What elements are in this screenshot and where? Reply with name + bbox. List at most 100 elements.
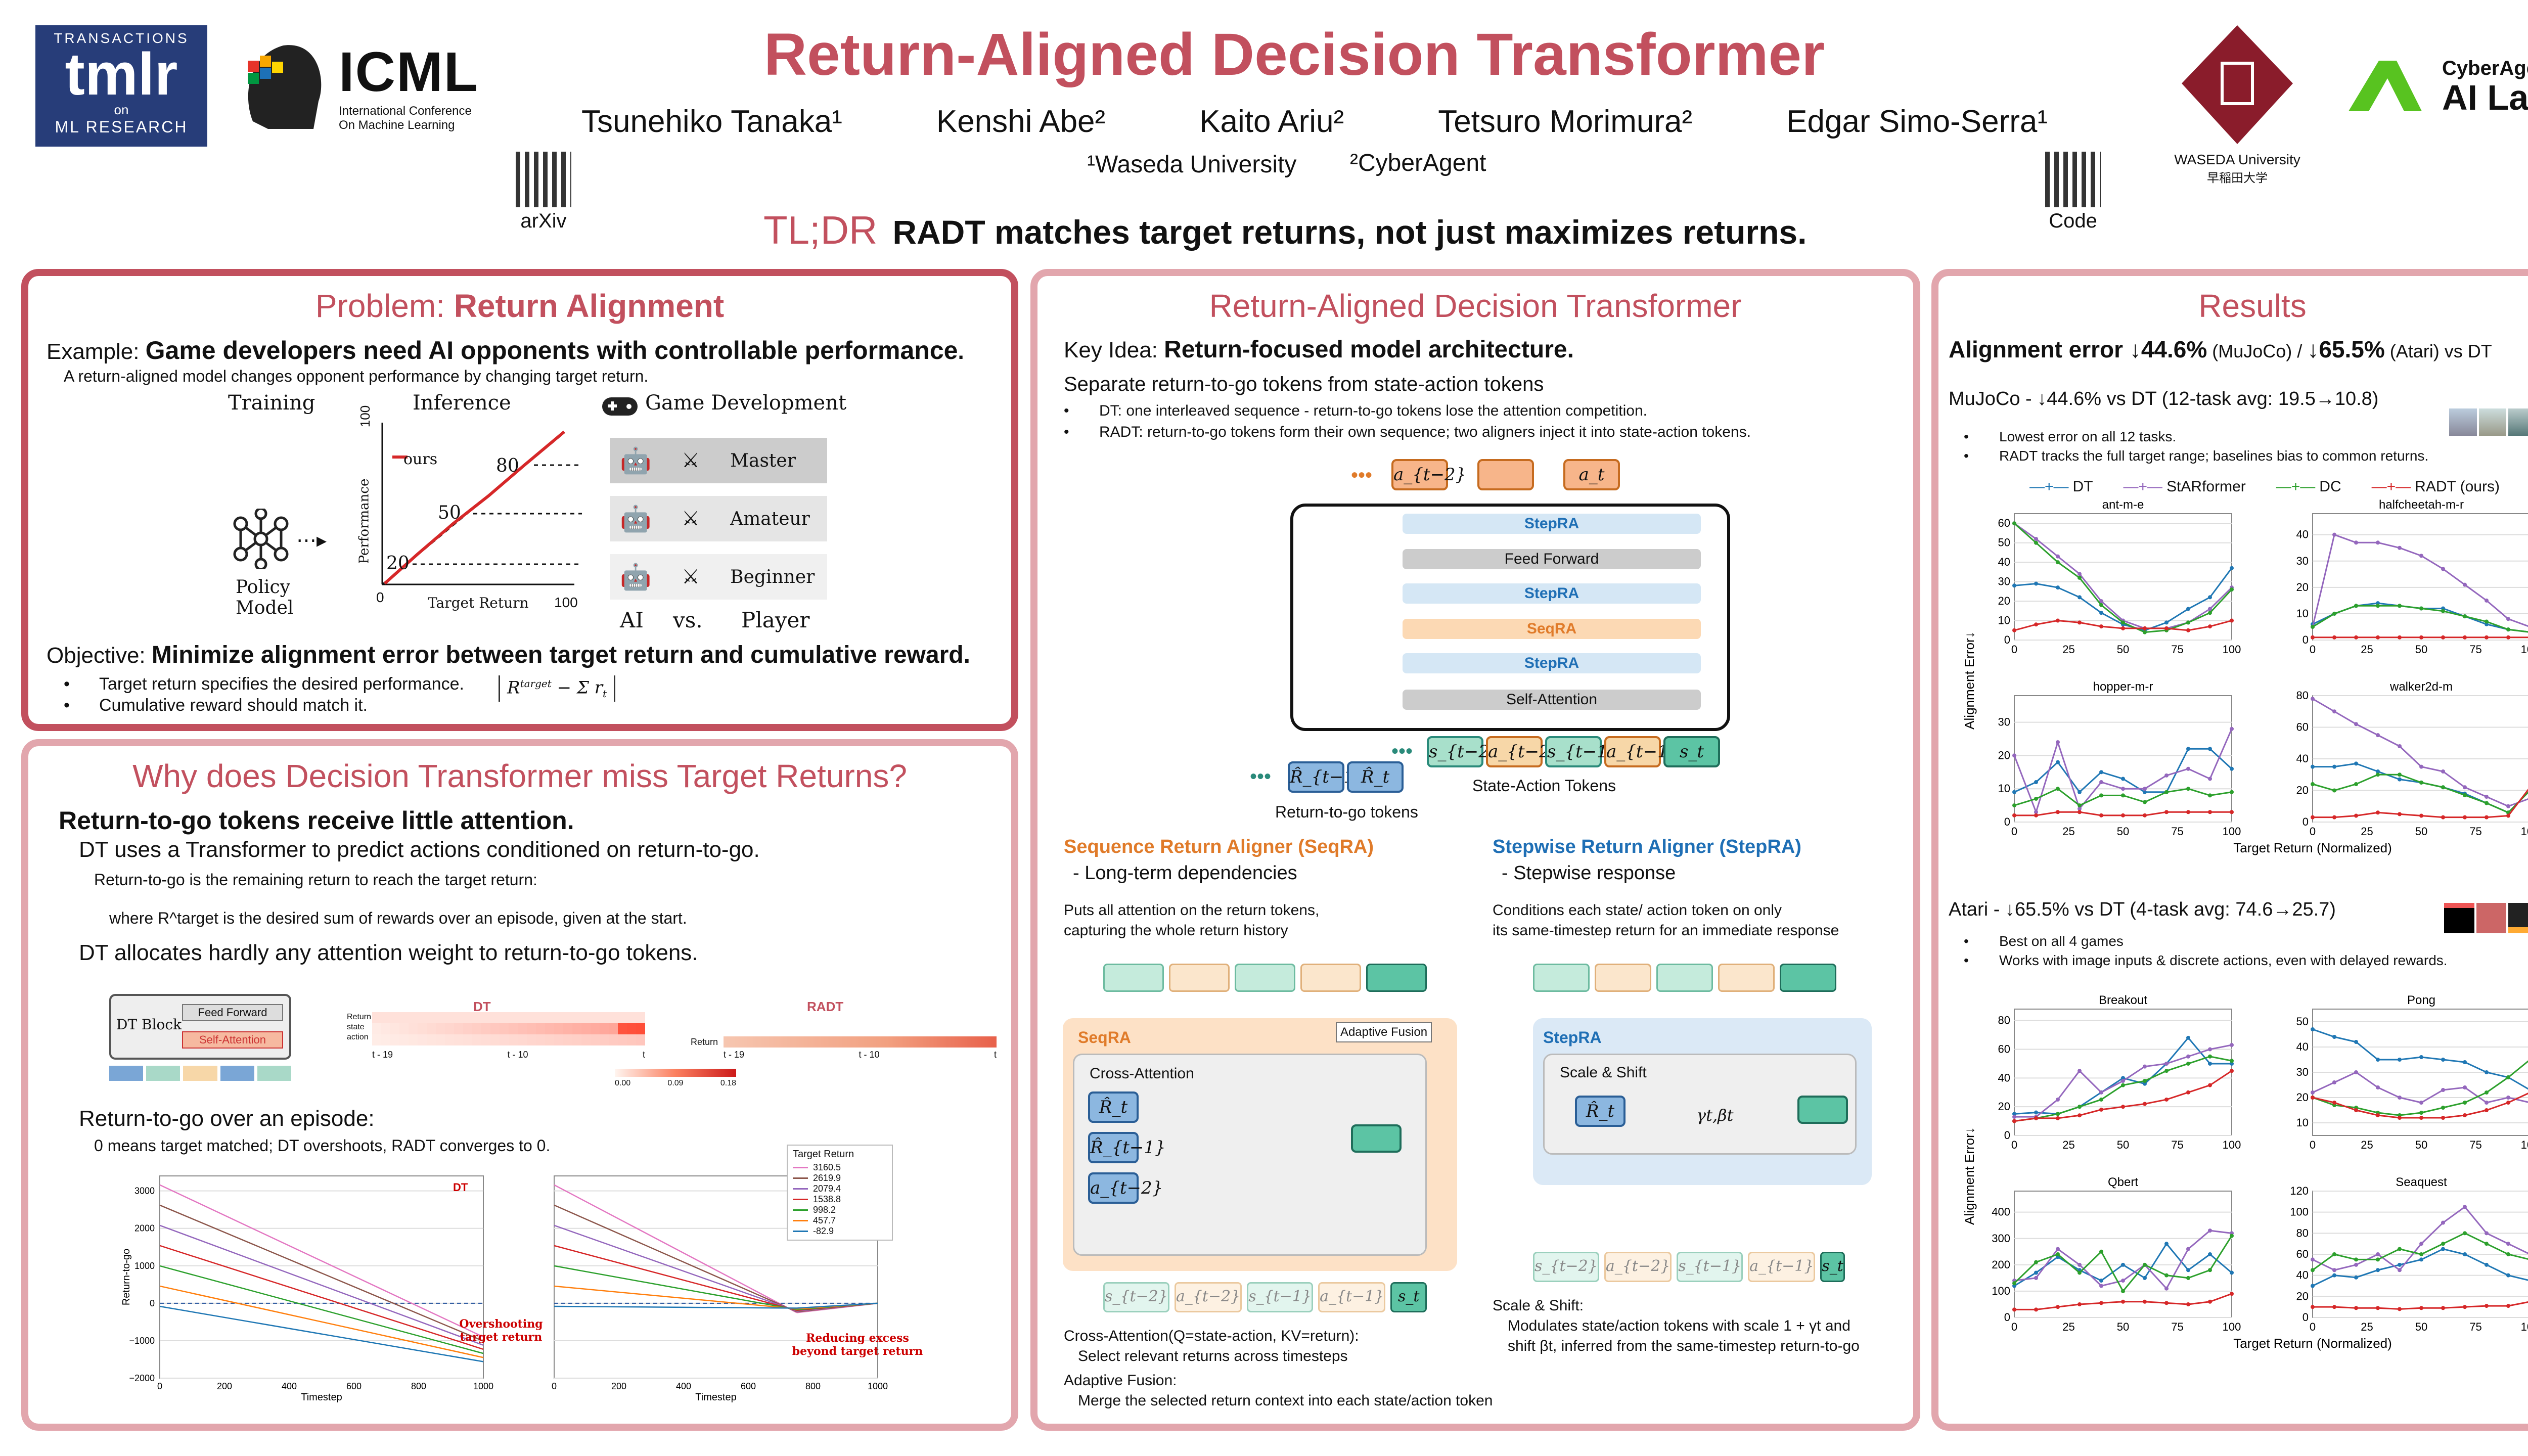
series-point (2143, 1079, 2147, 1083)
heatmap-cell (527, 1034, 536, 1045)
series-point (2143, 800, 2147, 804)
series-point (2078, 1270, 2082, 1275)
series-point (2078, 1262, 2082, 1267)
arxiv-qr-icon[interactable] (516, 152, 571, 207)
heatmap-cell (500, 1023, 509, 1034)
series-point (2034, 1260, 2038, 1264)
series-point (2311, 1305, 2315, 1309)
series-point (2078, 810, 2082, 814)
series-point (2506, 627, 2510, 632)
heatmap-cell (481, 1023, 490, 1034)
series-point (2354, 1070, 2358, 1074)
x-tick-label: 50 (2117, 643, 2129, 656)
heatmap-cell (581, 1023, 591, 1034)
series-point (2485, 815, 2489, 820)
result-plot-title: walker2d-m (2389, 680, 2453, 694)
opponent-beginner: 🤖⚔Beginner (610, 554, 827, 600)
why-title: Why does Decision Transformer miss Targe… (132, 758, 907, 794)
series-point (2463, 1252, 2467, 1256)
series-point (2463, 1305, 2467, 1309)
series-point (2506, 1096, 2510, 1100)
series-point (2506, 617, 2510, 621)
series-point (2164, 1069, 2169, 1073)
series-point (2419, 1101, 2423, 1105)
series-point (2056, 760, 2060, 764)
rtg-series-line (554, 1305, 797, 1309)
series-point (2376, 1113, 2380, 1117)
rtg-series-line (159, 1265, 484, 1354)
seqra-token-r-t1: R̂_{t−1} (1088, 1132, 1166, 1163)
series-point (2230, 790, 2234, 794)
y-axis-label: Return-to-go (121, 1249, 132, 1305)
series-point (2208, 1299, 2212, 1304)
series-point (2056, 585, 2060, 590)
y-tick-label: 0 (2004, 815, 2010, 828)
series-point (2164, 1242, 2169, 1246)
series-point (2463, 614, 2467, 619)
example-line: Example: Game developers need AI opponen… (47, 336, 964, 365)
seqra-desc1: Puts all attention on the return tokens, (1064, 902, 1320, 919)
series-point (2143, 630, 2147, 634)
result-plot-title: Seaquest (2396, 1175, 2447, 1189)
af-line2: Merge the selected return context into e… (1078, 1392, 1493, 1409)
seqra-sub: - Long-term dependencies (1073, 862, 1297, 884)
game-dev-label: Game Development (645, 391, 847, 415)
swords-icon: ⚔ (682, 449, 700, 472)
series-point (2441, 609, 2445, 613)
y-tick-label: 3000 (134, 1186, 155, 1196)
ai-lab-name: AI Lab (2442, 77, 2528, 117)
series-point (2186, 628, 2190, 632)
series-point (2121, 1262, 2125, 1267)
level-20: 20 (386, 553, 410, 574)
result-plot-title: hopper-m-r (2093, 680, 2153, 694)
heatmap-cell (427, 1012, 436, 1023)
series-point (2398, 1307, 2402, 1311)
heatmap-cell (463, 1034, 472, 1045)
x-axis-label: Target Return (Normalized) (2233, 1336, 2392, 1351)
why-line6: 0 means target matched; DT overshoots, R… (94, 1136, 551, 1155)
series-point (2034, 796, 2038, 801)
radt-heatmap-title: RADT (807, 999, 844, 1014)
problem-title: Problem: Return Alignment (315, 288, 725, 324)
token-a-t: a_t (1563, 459, 1620, 490)
heatmap-cell (636, 1012, 645, 1023)
y-tick-label: 80 (2296, 1226, 2309, 1239)
y-tick-label: 60 (1998, 1043, 2010, 1056)
series-point (2398, 1096, 2402, 1100)
series-point (2332, 611, 2336, 616)
x-tick-label: 75 (2469, 643, 2481, 656)
series-point (2056, 1305, 2060, 1309)
series-point (2398, 545, 2402, 550)
y-tick-label: 30 (1998, 575, 2010, 588)
rtg-tokens-label: Return-to-go tokens (1275, 803, 1418, 821)
series-point (2376, 1306, 2380, 1310)
series-point (2376, 1257, 2380, 1262)
robot-icon: 🤖 (620, 504, 652, 533)
x-axis-label: Target Return (Normalized) (2233, 840, 2392, 855)
y-tick-label: 60 (2296, 721, 2309, 734)
self-attention-bar: Self-Attention (1403, 690, 1701, 710)
x-tick-label: 0 (2310, 1321, 2316, 1333)
heatmap-cell (527, 1012, 536, 1023)
series-point (2398, 772, 2402, 777)
ca-line2: Select relevant returns across timesteps (1078, 1348, 1348, 1364)
y-tick-label: 40 (2296, 1269, 2309, 1282)
series-point (2332, 635, 2336, 640)
ai-label: AI (620, 608, 644, 632)
series-point (2164, 773, 2169, 778)
series-point (2164, 620, 2169, 625)
series-point (2208, 607, 2212, 611)
objective-bullet: Cumulative reward should match it. (64, 696, 368, 715)
series-point (2230, 1059, 2234, 1063)
heatmap-cell (409, 1034, 418, 1045)
y-tick-label: 10 (2296, 607, 2309, 620)
series-point (2230, 1292, 2234, 1296)
code-qr-icon[interactable] (2045, 152, 2101, 207)
series-point (2485, 1304, 2489, 1308)
series-point (2354, 761, 2358, 766)
results-headline: Alignment error ↓44.6% (MuJoCo) / ↓65.5%… (1949, 336, 2492, 362)
heatmap-cell (536, 1023, 545, 1034)
heatmap-cell (545, 1012, 554, 1023)
y-tick-label: 40 (1998, 1071, 2010, 1084)
